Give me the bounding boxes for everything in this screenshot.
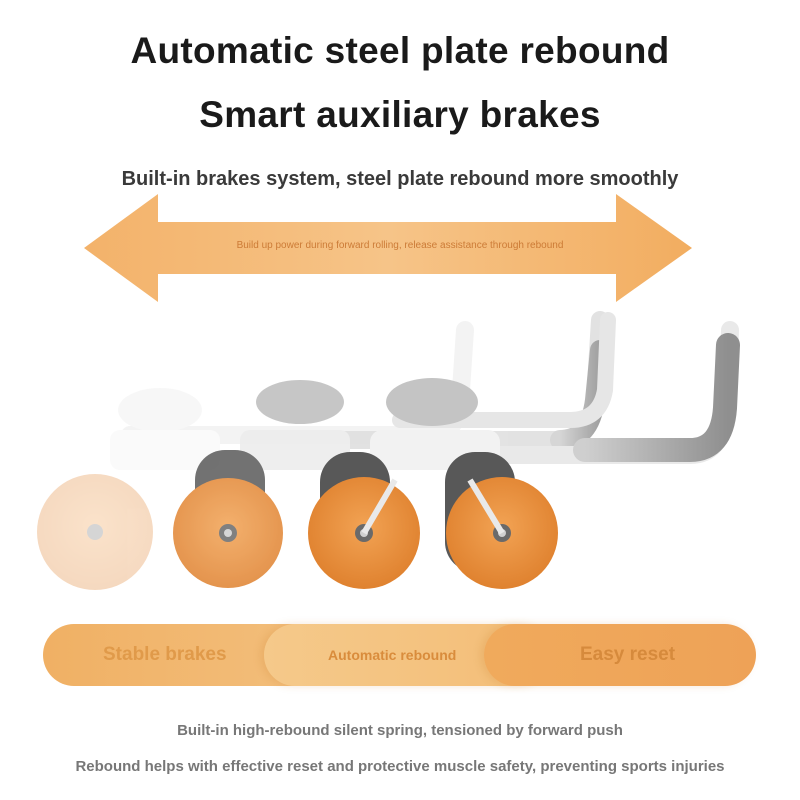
- double-arrow-icon: [84, 194, 692, 302]
- headline-line1: Automatic steel plate rebound: [130, 30, 670, 71]
- feature-pill-easy-reset: Easy reset: [484, 624, 756, 686]
- headline-line2: Smart auxiliary brakes: [199, 94, 601, 135]
- footer-line1: Built-in high-rebound silent spring, ten…: [177, 722, 623, 739]
- roller-front: [308, 312, 740, 589]
- footer-line2: Rebound helps with effective reset and p…: [75, 758, 725, 775]
- feature-label: Easy reset: [580, 644, 676, 665]
- subheadline: Built-in brakes system, steel plate rebo…: [121, 168, 679, 190]
- ab-roller-illustration: [37, 311, 740, 590]
- feature-label: Automatic rebound: [328, 647, 457, 663]
- feature-label: Stable brakes: [103, 644, 227, 665]
- arrow-label: Build up power during forward rolling, r…: [236, 240, 564, 251]
